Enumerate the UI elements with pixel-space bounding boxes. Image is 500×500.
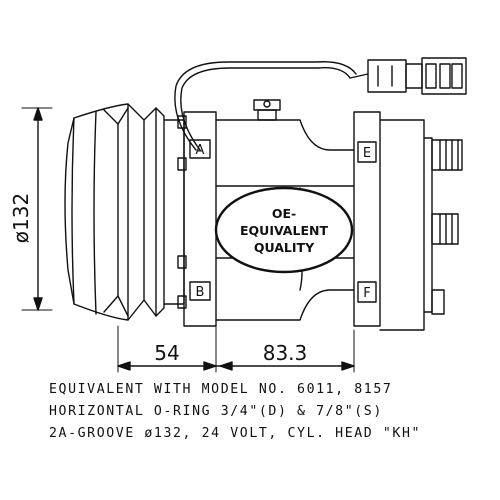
port-label-e: E bbox=[363, 146, 371, 161]
badge-line-2: EQUIVALENT bbox=[240, 223, 328, 238]
rear-housing bbox=[353, 111, 433, 331]
front-housing bbox=[177, 111, 217, 327]
port-label-a: A bbox=[196, 143, 205, 158]
spec-line-model: EQUIVALENT WITH MODEL NO. 6011, 8157 bbox=[49, 382, 393, 397]
clutch-width-dimension-line bbox=[117, 325, 217, 373]
spec-line-oring: HORIZONTAL O-RING 3/4"(D) & 7/8"(S) bbox=[49, 404, 383, 419]
diameter-label: ø132 bbox=[9, 193, 33, 243]
diameter-dimension-line bbox=[21, 107, 53, 311]
oe-badge-ellipse bbox=[214, 186, 354, 274]
clutch-width-label: 54 bbox=[154, 341, 179, 365]
body-length-label: 83.3 bbox=[263, 341, 308, 365]
clutch-wire bbox=[174, 61, 369, 151]
badge-line-1: OE- bbox=[272, 206, 296, 221]
suction-port bbox=[431, 139, 463, 171]
compressor-drawing: ø132 54 83.3 A B E F OE- EQUIVALENT QUAL… bbox=[9, 57, 467, 373]
port-label-f: F bbox=[363, 286, 370, 301]
body-length-dimension-line bbox=[215, 329, 355, 373]
clutch-pulley bbox=[64, 103, 185, 321]
top-fitting bbox=[253, 99, 281, 121]
discharge-port bbox=[431, 213, 459, 245]
badge-line-3: QUALITY bbox=[254, 240, 315, 255]
port-label-b: B bbox=[196, 285, 205, 300]
spec-line-groove: 2A-GROOVE ø132, 24 VOLT, CYL. HEAD "KH" bbox=[49, 426, 422, 441]
lower-fitting bbox=[431, 289, 445, 315]
wire-connector-icon bbox=[367, 57, 467, 95]
